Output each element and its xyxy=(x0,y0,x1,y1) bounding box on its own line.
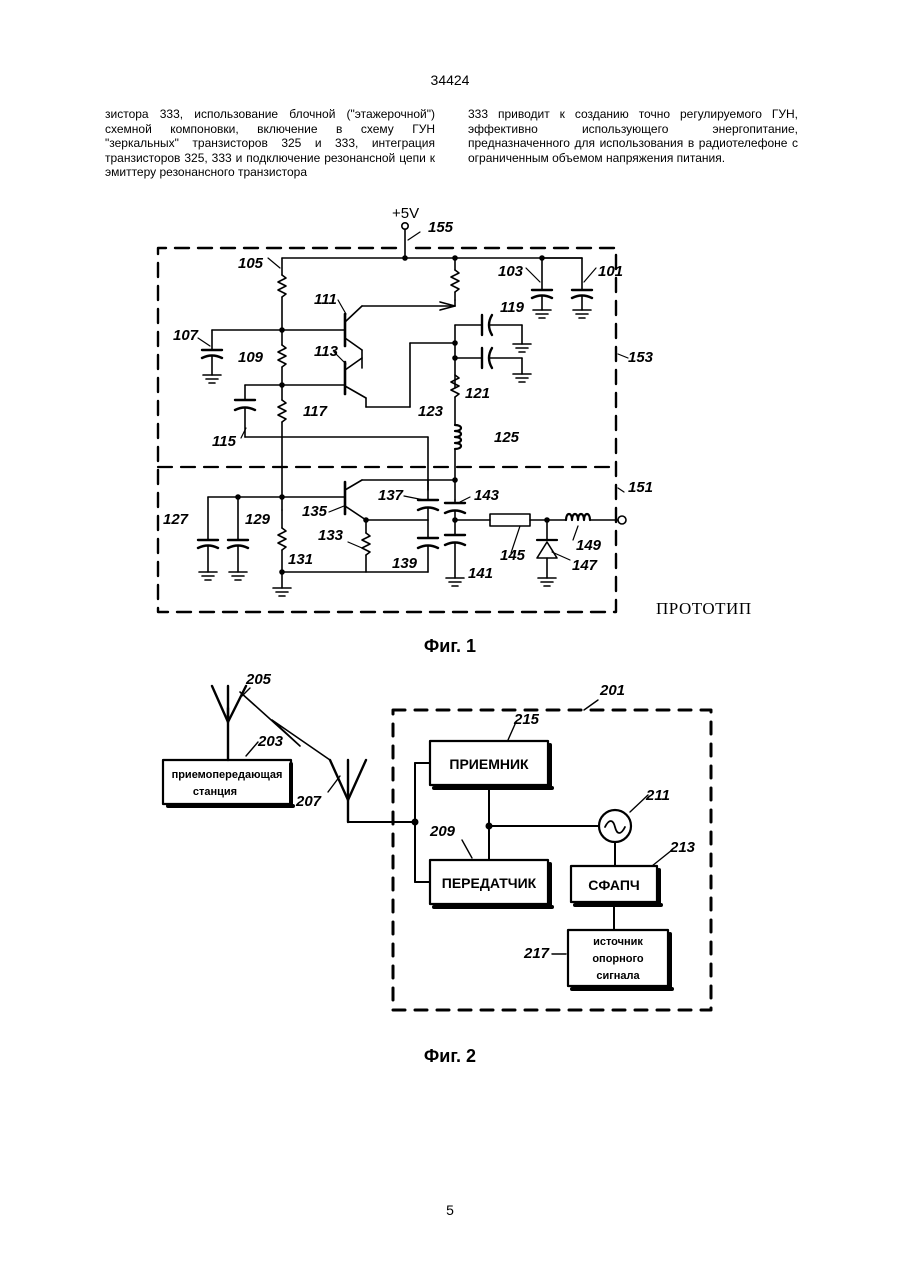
station-antenna-icon xyxy=(212,686,246,760)
page-footer-number: 5 xyxy=(0,1202,900,1218)
label-213: 213 xyxy=(669,839,696,856)
reference-label-line1: источник xyxy=(593,936,643,948)
label-203: 203 xyxy=(257,733,284,750)
station-label-line2: станция xyxy=(193,786,237,798)
reference-label-line3: сигнала xyxy=(596,970,640,982)
phone-antenna-icon xyxy=(330,760,415,822)
station-label-line1: приемопередающая xyxy=(172,769,283,781)
label-215: 215 xyxy=(513,711,540,728)
transmitter-label: ПЕРЕДАТЧИК xyxy=(442,875,537,891)
label-207: 207 xyxy=(295,793,322,810)
label-211: 211 xyxy=(645,787,670,804)
label-205: 205 xyxy=(245,671,272,688)
pll-label: СФАПЧ xyxy=(588,877,640,893)
reference-label-line2: опорного xyxy=(592,953,644,965)
label-217: 217 xyxy=(523,945,550,962)
figure-2-caption: Фиг. 2 xyxy=(424,1046,476,1066)
label-209: 209 xyxy=(429,823,456,840)
radio-link-icon xyxy=(240,692,330,760)
receiver-label: ПРИЕМНИК xyxy=(449,756,529,772)
vco-oscillator-icon xyxy=(599,810,631,842)
label-201: 201 xyxy=(599,682,625,699)
